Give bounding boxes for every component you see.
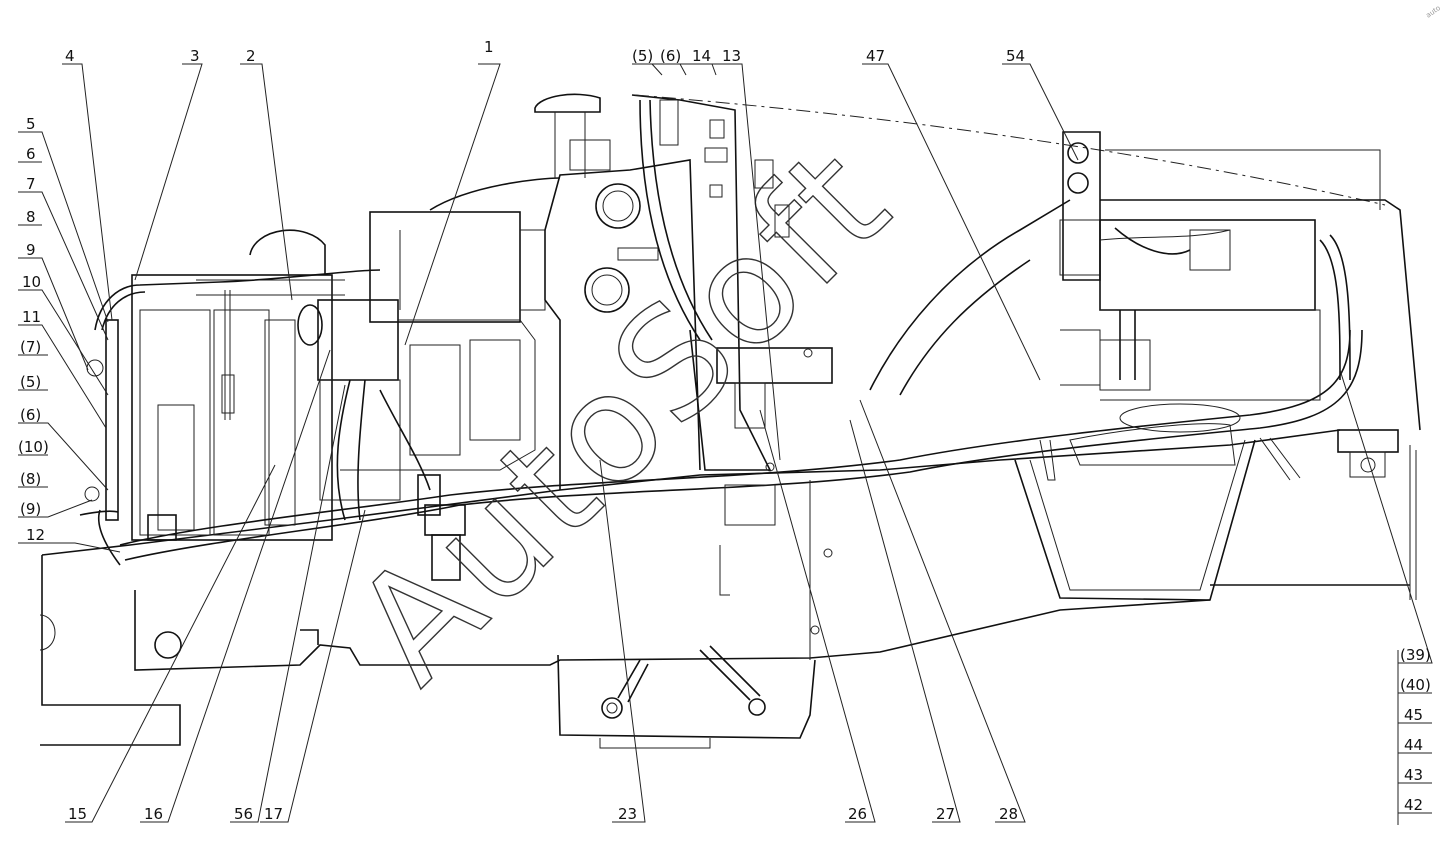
callout-label: (6) — [660, 47, 681, 65]
callout-label: 17 — [264, 805, 283, 823]
callout-label: (7) — [20, 338, 41, 356]
callout-label: 4 — [65, 47, 75, 65]
callout-label: 43 — [1404, 766, 1423, 784]
corner-watermark: auto — [1425, 4, 1443, 20]
callout-label: (5) — [20, 373, 41, 391]
leader-lines — [18, 63, 1433, 825]
callouts-left: 5 6 7 8 9 10 11 (7) (5) (6) (10) (8) (9)… — [18, 115, 49, 544]
callout-label: 11 — [22, 308, 41, 326]
callout-label: (9) — [20, 500, 41, 518]
callout-label: 15 — [68, 805, 87, 823]
callout-label: 42 — [1404, 796, 1423, 814]
callout-label: 13 — [722, 47, 741, 65]
callout-label: 14 — [692, 47, 711, 65]
callout-label: 26 — [848, 805, 867, 823]
callout-label: 23 — [618, 805, 637, 823]
callout-label: (39) — [1400, 646, 1431, 664]
callout-label: 12 — [26, 526, 45, 544]
callout-label: 5 — [26, 115, 36, 133]
callout-label: (10) — [18, 438, 49, 456]
callouts-right: (39) (40) 45 44 43 42 — [1400, 646, 1431, 814]
callout-label: 10 — [22, 273, 41, 291]
callout-label: 7 — [26, 175, 36, 193]
callouts-bottom: 15 16 56 17 23 26 27 28 — [68, 805, 1018, 823]
callout-label: 1 — [484, 38, 494, 56]
callout-label: 54 — [1006, 47, 1025, 65]
callout-label: 16 — [144, 805, 163, 823]
callout-label: (6) — [20, 406, 41, 424]
callout-label: 8 — [26, 208, 36, 226]
callouts-top: 4 3 2 1 (5) (6) 14 13 47 54 — [65, 38, 1025, 65]
callout-label: 47 — [866, 47, 885, 65]
callout-label: 3 — [190, 47, 200, 65]
callout-label: (5) — [632, 47, 653, 65]
callout-label: 6 — [26, 145, 36, 163]
callout-label: 44 — [1404, 736, 1423, 754]
callout-label: 45 — [1404, 706, 1423, 724]
callout-label: 56 — [234, 805, 253, 823]
watermark: AutoSoft — [322, 114, 923, 715]
callout-label: 27 — [936, 805, 955, 823]
callout-label: (40) — [1400, 676, 1431, 694]
callout-label: 2 — [246, 47, 256, 65]
callout-label: (8) — [20, 470, 41, 488]
callout-label: 28 — [999, 805, 1018, 823]
callout-label: 9 — [26, 241, 36, 259]
